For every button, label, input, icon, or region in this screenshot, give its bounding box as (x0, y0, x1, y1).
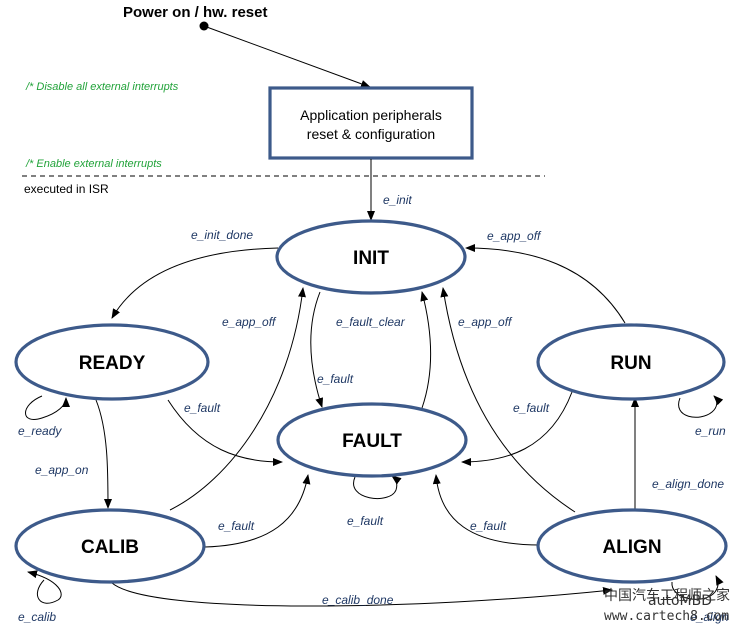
edge-calib-to-init (169, 287, 306, 511)
state-fault-label: FAULT (342, 431, 402, 452)
state-align-label: ALIGN (602, 537, 661, 558)
config-box-line1: Application peripherals (300, 107, 442, 123)
edge-run-to-fault (461, 391, 573, 466)
event-e-run: e_run (695, 424, 726, 438)
edge-calib-to-align (111, 582, 613, 607)
edge-calib-to-fault (204, 474, 311, 548)
event-e-align: e_align (690, 610, 729, 624)
comment-disable-interrupts: /* Disable all external interrupts (25, 81, 179, 93)
state-fault: FAULT (276, 402, 468, 478)
watermark-url: www.cartech8.com (604, 609, 729, 624)
state-align: ALIGN (536, 508, 728, 584)
event-e-align-done: e_align_done (652, 477, 724, 491)
state-calib-label: CALIB (81, 537, 139, 558)
edge-align-to-fault (432, 474, 541, 546)
event-e-fault-self: e_fault (347, 514, 384, 528)
loop-run (678, 395, 724, 418)
event-e-fault-align: e_fault (470, 519, 507, 533)
config-box (268, 86, 474, 160)
state-init-label: INIT (353, 248, 389, 269)
event-e-init: e_init (383, 193, 412, 207)
config-box-line2: reset & configuration (307, 126, 435, 142)
event-e-app-off-run: e_app_off (487, 229, 542, 243)
watermark-chinese: 中国汽车工程师之家 (604, 587, 730, 604)
event-e-ready: e_ready (18, 424, 62, 438)
event-e-app-on: e_app_on (35, 463, 89, 477)
edge-init-to-ready (111, 247, 279, 319)
event-e-fault-calib: e_fault (218, 519, 255, 533)
event-e-fault-init: e_fault (317, 372, 354, 386)
edge-run-to-init (465, 244, 626, 324)
state-ready: READY (14, 323, 210, 401)
event-e-fault-run: e_fault (513, 401, 550, 415)
state-ready-label: READY (79, 353, 146, 374)
event-e-fault-ready: e_fault (184, 401, 221, 415)
loop-calib (27, 570, 62, 604)
event-e-calib-done: e_calib_done (322, 593, 394, 607)
watermark-brand: autoMBD (648, 593, 712, 609)
state-run-label: RUN (610, 353, 651, 374)
isr-label: executed in ISR (24, 182, 109, 196)
event-e-calib: e_calib (18, 610, 56, 624)
edge-ready-to-calib (95, 399, 112, 509)
watermark: 中国汽车工程师之家 autoMBD www.cartech8.com (604, 587, 730, 624)
comment-enable-interrupts: /* Enable external interrupts (25, 158, 162, 170)
edge-init-to-fault (310, 291, 324, 408)
edge-align-to-init (440, 287, 576, 513)
edge-ready-to-fault (167, 399, 283, 466)
edge-start-to-box (203, 25, 371, 88)
edge-fault-to-init (420, 291, 432, 409)
event-e-init-done: e_init_done (191, 228, 253, 242)
state-init: INIT (275, 219, 467, 295)
event-e-app-off-left: e_app_off (222, 315, 277, 329)
loop-ready (25, 395, 70, 420)
loop-align (671, 575, 724, 600)
state-run: RUN (536, 323, 726, 401)
state-calib: CALIB (14, 508, 206, 584)
event-e-fault-clear: e_fault_clear (336, 315, 406, 329)
loop-fault (353, 475, 402, 500)
diagram-title: Power on / hw. reset (123, 4, 267, 21)
event-e-app-off-right: e_app_off (458, 315, 513, 329)
